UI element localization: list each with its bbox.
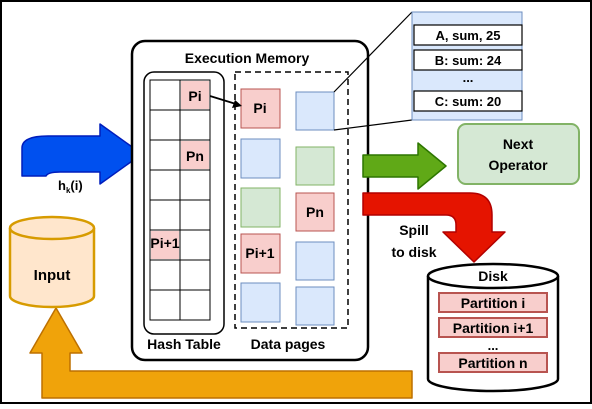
disk-partition: Partition n bbox=[438, 352, 548, 373]
svg-text:Pi+1: Pi+1 bbox=[150, 235, 179, 251]
page-pi: Pi bbox=[240, 88, 281, 129]
svg-text:Pi: Pi bbox=[253, 100, 266, 116]
feedback-arrow bbox=[29, 307, 413, 399]
hash-slot-pi1: Pi+1 bbox=[150, 231, 180, 259]
hash-table-label: Hash Table bbox=[147, 336, 221, 352]
data-pages-frame bbox=[234, 71, 349, 329]
svg-text:B: sum: 24: B: sum: 24 bbox=[435, 53, 502, 68]
input-cylinder: Input bbox=[8, 215, 96, 309]
page-detail-row: C: sum: 20 bbox=[413, 90, 523, 112]
page-detail-row: B: sum: 24 bbox=[413, 49, 523, 71]
svg-text:Pn: Pn bbox=[306, 204, 324, 220]
page-blank bbox=[295, 286, 335, 326]
spill-arrow bbox=[362, 192, 506, 263]
page-blank bbox=[295, 91, 335, 131]
svg-text:Operator: Operator bbox=[488, 157, 548, 173]
svg-text:Next: Next bbox=[503, 136, 534, 152]
slot-to-page-arrow bbox=[209, 95, 237, 105]
page-blank bbox=[295, 146, 335, 186]
hash-function-label: hk(i) bbox=[58, 178, 83, 195]
spill-label-line2: to disk bbox=[391, 244, 436, 260]
spill-label-line1: Spill bbox=[399, 222, 429, 238]
zoom-line-bottom bbox=[333, 119, 413, 131]
svg-text:A, sum, 25: A, sum, 25 bbox=[435, 28, 500, 43]
page-pi1: Pi+1 bbox=[240, 233, 281, 274]
svg-text:Partition i+1: Partition i+1 bbox=[453, 320, 534, 336]
page-blank bbox=[295, 241, 335, 281]
next-operator-arrow bbox=[362, 142, 447, 190]
svg-text:Pn: Pn bbox=[186, 148, 204, 164]
next-operator-box: Next Operator bbox=[457, 123, 580, 185]
page-pn: Pn bbox=[295, 192, 335, 232]
disk-label: Disk bbox=[478, 268, 508, 284]
svg-text:Pi: Pi bbox=[188, 88, 201, 104]
disk-partition: Partition i bbox=[438, 292, 548, 313]
page-blank bbox=[240, 282, 281, 323]
disk-partition: Partition i+1 bbox=[438, 317, 548, 338]
hash-table-grid bbox=[149, 79, 211, 321]
hash-slot-pn: Pn bbox=[181, 141, 209, 169]
execution-memory-title: Execution Memory bbox=[185, 50, 310, 66]
slot-to-page-arrowhead bbox=[232, 100, 242, 108]
svg-text:Partition n: Partition n bbox=[458, 355, 527, 371]
page-detail-row: A, sum, 25 bbox=[413, 24, 523, 46]
svg-text:Pi+1: Pi+1 bbox=[245, 245, 274, 261]
svg-text:Partition i: Partition i bbox=[461, 295, 526, 311]
input-label: Input bbox=[34, 267, 71, 284]
data-pages-label: Data pages bbox=[251, 336, 326, 352]
page-blank bbox=[240, 187, 281, 228]
disk-partition-ellipsis: ... bbox=[488, 338, 499, 353]
page-blank bbox=[240, 138, 281, 179]
zoom-line-top bbox=[333, 11, 413, 93]
svg-text:C: sum: 20: C: sum: 20 bbox=[435, 94, 501, 109]
page-detail-ellipsis: ... bbox=[463, 70, 474, 85]
hash-slot-pi: Pi bbox=[181, 81, 209, 109]
